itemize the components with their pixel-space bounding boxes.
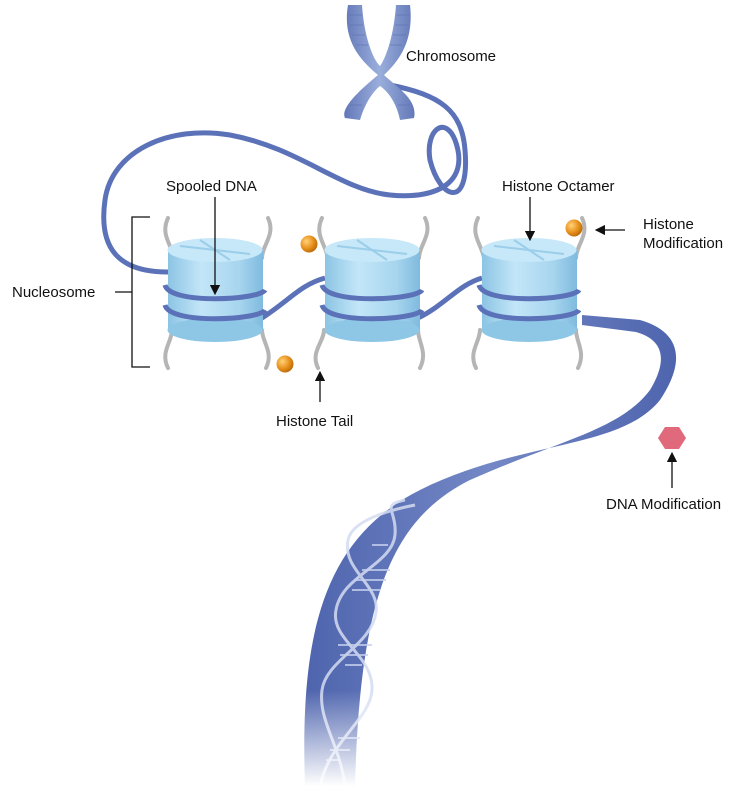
histone-modification-label-line2: Modification	[643, 235, 723, 252]
dna-linker-2	[418, 278, 482, 318]
dna-modification-label: DNA Modification	[606, 496, 721, 513]
histone-modification-marker-2	[277, 356, 294, 373]
nucleosome-3	[479, 238, 579, 342]
histone-modification-label-line1: Histone	[643, 216, 694, 233]
histone-octamer-label: Histone Octamer	[502, 178, 615, 195]
nucleosome-2	[322, 238, 422, 342]
chromosome	[344, 5, 414, 120]
histone-modification-marker-1	[301, 236, 318, 253]
nucleosome-bracket	[115, 217, 150, 367]
dna-linker-1	[262, 278, 325, 318]
histone-modification-marker-3	[566, 220, 583, 237]
dna-modification-marker	[658, 427, 686, 449]
nucleosome-label: Nucleosome	[12, 284, 95, 301]
histone-tail-label: Histone Tail	[276, 413, 353, 430]
spooled-dna-label: Spooled DNA	[166, 178, 257, 195]
dna-double-helix	[290, 315, 676, 786]
chromosome-label: Chromosome	[406, 48, 496, 65]
